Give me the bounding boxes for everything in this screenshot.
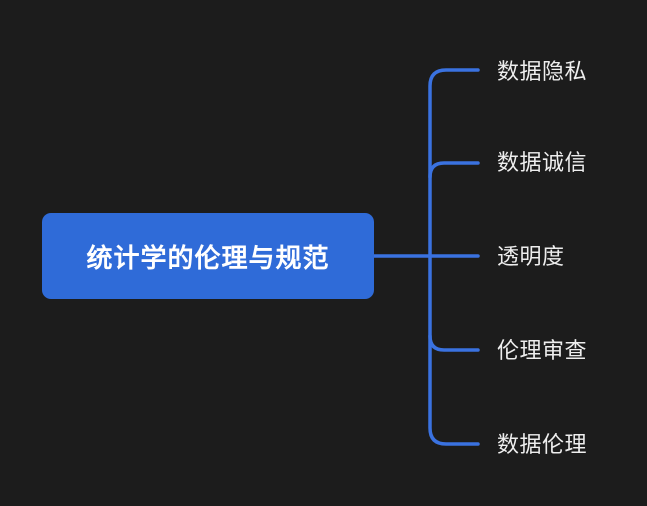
branch-node-label: 数据伦理 bbox=[497, 433, 588, 458]
branch-connector-3 bbox=[428, 334, 480, 352]
branch-node-data-privacy[interactable]: 数据隐私 bbox=[497, 58, 587, 88]
branch-node-label: 数据隐私 bbox=[497, 60, 588, 85]
branch-connector-1 bbox=[428, 161, 480, 179]
branch-node-ethics-review[interactable]: 伦理审查 bbox=[497, 337, 587, 367]
branch-node-data-ethics[interactable]: 数据伦理 bbox=[497, 431, 587, 461]
root-node[interactable]: 统计学的伦理与规范 bbox=[42, 213, 374, 299]
branch-node-label: 数据诚信 bbox=[497, 151, 588, 176]
root-node-label: 统计学的伦理与规范 bbox=[86, 243, 330, 274]
branch-node-label: 伦理审查 bbox=[497, 339, 588, 364]
branch-node-label: 透明度 bbox=[497, 245, 565, 270]
branch-node-data-integrity[interactable]: 数据诚信 bbox=[497, 149, 587, 179]
branch-node-transparency[interactable]: 透明度 bbox=[497, 243, 565, 273]
